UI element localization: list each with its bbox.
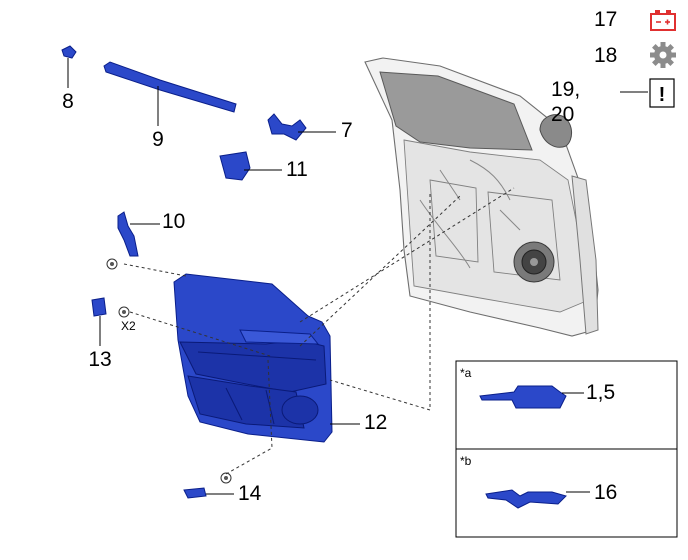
label-9: 9 xyxy=(152,128,164,151)
side-mirror xyxy=(539,114,572,148)
inset-b: *b 16 xyxy=(455,448,678,538)
label-18: 18 xyxy=(594,44,617,67)
label-x2: X2 xyxy=(121,319,136,333)
power-window-switch xyxy=(479,385,567,409)
switch-bezel xyxy=(485,489,567,509)
door-trim-panel xyxy=(173,273,333,443)
label-19: 19, xyxy=(551,78,580,101)
battery-icon xyxy=(650,10,676,31)
label-13: 13 xyxy=(88,348,111,371)
inset-a-label: 1,5 xyxy=(586,381,615,404)
inset-a-tag: *a xyxy=(460,366,472,380)
part-10-bracket xyxy=(117,211,139,257)
inset-b-tag: *b xyxy=(460,454,472,468)
gear-icon xyxy=(650,42,676,68)
label-14: 14 xyxy=(238,482,262,505)
label-10: 10 xyxy=(162,210,185,233)
part-8-clip xyxy=(61,45,77,59)
warning-icon: ! xyxy=(649,78,675,108)
part-14-screw xyxy=(220,472,232,484)
label-12: 12 xyxy=(364,411,387,434)
part-14-cover xyxy=(183,487,207,499)
inset-b-label: 16 xyxy=(594,481,617,504)
door-window-glass xyxy=(379,71,533,151)
part-7-bracket xyxy=(267,113,307,141)
label-7: 7 xyxy=(341,119,353,142)
label-17: 17 xyxy=(594,8,617,31)
label-11: 11 xyxy=(286,158,308,181)
front-door-assembly xyxy=(364,57,599,337)
part-10-screw xyxy=(106,258,118,270)
x2-clip xyxy=(118,306,130,318)
warning-mark: ! xyxy=(659,84,666,106)
part-11-cover xyxy=(219,151,251,181)
label-8: 8 xyxy=(62,90,74,113)
part-9-belt-moulding xyxy=(103,61,237,113)
part-13-cover xyxy=(91,297,107,317)
label-20: 20 xyxy=(551,103,574,126)
inset-a: *a 1,5 xyxy=(455,360,678,450)
